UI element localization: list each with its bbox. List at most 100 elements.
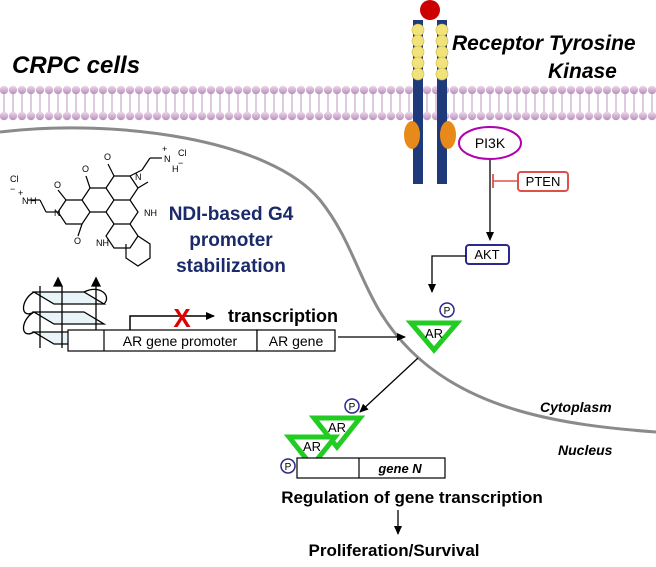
akt-to-ar-arrow [428, 255, 466, 293]
lipid-head [368, 111, 378, 121]
lipid-head [242, 85, 252, 95]
lipid-head [485, 85, 495, 95]
lipid-head [44, 85, 54, 95]
mol-o: O [82, 164, 89, 174]
ar-cytoplasm: AR [405, 320, 463, 354]
receptor-extracellular-domain [435, 67, 449, 81]
lipid-head [422, 111, 432, 121]
lipid-head [530, 111, 540, 121]
block-mark: X [173, 303, 191, 333]
lipid-head [458, 85, 468, 95]
lipid-head [71, 111, 81, 121]
ndi-line2: promoter [189, 230, 273, 251]
lipid-head [62, 111, 72, 121]
lipid-head [521, 85, 531, 95]
lipid-head [287, 111, 297, 121]
lipid-head [98, 85, 108, 95]
mol-o: O [54, 180, 61, 190]
lipid-head [0, 111, 9, 121]
lipid-head [215, 111, 225, 121]
lipid-head [584, 85, 594, 95]
ar-label: AR [303, 439, 321, 454]
ndi-line3: stabilization [176, 256, 286, 277]
lipid-head [53, 85, 63, 95]
lipid-head [341, 85, 351, 95]
lipid-head [26, 111, 36, 121]
mol-o: O [104, 152, 111, 162]
cell-membrane [0, 85, 656, 121]
lipid-head [8, 85, 18, 95]
lipid-head [296, 111, 306, 121]
lipid-head [152, 85, 162, 95]
lipid-head [638, 85, 648, 95]
mol-plus: + [18, 188, 23, 198]
lipid-head [548, 111, 558, 121]
mol-minus: − [178, 158, 183, 168]
lipid-head [80, 111, 90, 121]
lipid-head [647, 85, 656, 95]
transcription-label: transcription [228, 306, 338, 326]
lipid-head [359, 111, 369, 121]
receptor-tyrosine-kinase [404, 0, 456, 184]
lipid-head [323, 111, 333, 121]
lipid-head [314, 111, 324, 121]
ar-translocation-arrow [359, 357, 419, 413]
lipid-head [467, 111, 477, 121]
receptor-extracellular-domain [411, 56, 425, 70]
lipid-head [233, 111, 243, 121]
lipid-head [575, 111, 585, 121]
lipid-head [260, 85, 270, 95]
lipid-head [566, 111, 576, 121]
mol-n: N [164, 154, 171, 164]
phospho-badge [280, 458, 296, 474]
phospho-badge [439, 302, 455, 318]
lipid-head [593, 111, 603, 121]
lipid-head [395, 111, 405, 121]
lipid-head [224, 85, 234, 95]
lipid-head [323, 85, 333, 95]
lipid-head [143, 85, 153, 95]
lipid-head [377, 85, 387, 95]
akt-node [465, 244, 510, 265]
lipid-head [332, 111, 342, 121]
mol-nh: NH [96, 238, 109, 248]
lipid-head [269, 111, 279, 121]
lipid-head [152, 111, 162, 121]
lipid-head [224, 111, 234, 121]
lipid-head [233, 85, 243, 95]
pi3k-node [458, 126, 522, 160]
pten-label: PTEN [526, 174, 561, 189]
lipid-head [215, 85, 225, 95]
akt-label: AKT [474, 247, 499, 262]
gene-n-label: gene N [377, 461, 422, 476]
receptor-extracellular-domain [411, 23, 425, 37]
lipid-head [125, 85, 135, 95]
lipid-head [341, 111, 351, 121]
lipid-head [494, 85, 504, 95]
receptor-label-line2: Kinase [548, 60, 617, 83]
lipid-head [503, 111, 513, 121]
lipid-head [89, 111, 99, 121]
lipid-head [188, 85, 198, 95]
lipid-head [143, 111, 153, 121]
phospho-badge [344, 398, 360, 414]
lipid-head [512, 111, 522, 121]
mol-n: N [22, 196, 29, 206]
lipid-head [404, 85, 414, 95]
mol-minus: − [10, 184, 15, 194]
lipid-head [530, 85, 540, 95]
lipid-head [269, 85, 279, 95]
regulation-label: Regulation of gene transcription [281, 488, 543, 507]
lipid-head [89, 85, 99, 95]
pi3k-label: PI3K [475, 135, 506, 151]
lipid-head [0, 85, 9, 95]
ar-gene-box [256, 329, 336, 352]
lipid-head [647, 111, 656, 121]
lipid-head [557, 85, 567, 95]
lipid-head [17, 111, 27, 121]
cell-title: CRPC cells [12, 52, 140, 79]
lipid-head [512, 85, 522, 95]
lipid-head [197, 111, 207, 121]
lipid-head [494, 111, 504, 121]
